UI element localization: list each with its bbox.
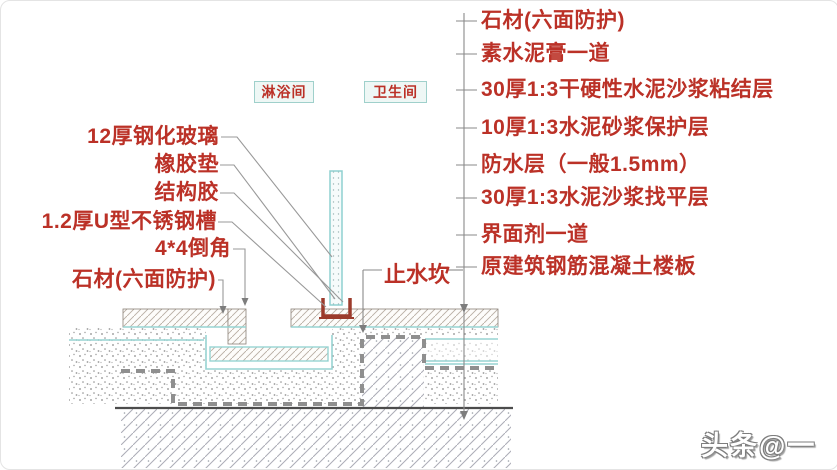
label-chamfer: 4*4倒角 [154, 237, 231, 260]
label-stone-right: 石材(六面防护) [481, 9, 625, 32]
left-callout-leaders [218, 136, 344, 308]
leader-arrow-layers [460, 304, 468, 313]
room-label-shower: 淋浴间 [254, 81, 314, 103]
label-u-steel-channel: 1.2厚U型不锈钢槽 [41, 210, 217, 233]
watermark-toutiao: 头条@一室 [701, 431, 817, 461]
label-water-stop-curb: 止水坎 [384, 262, 451, 287]
stainless-u-channel [321, 298, 352, 318]
leader-arrow-curb [359, 325, 367, 333]
label-protective-layer: 10厚1:3水泥砂浆保护层 [481, 116, 710, 139]
label-structural-glue: 结构胶 [154, 181, 219, 204]
label-stone-left: 石材(六面防护) [72, 268, 216, 291]
shower-floor-layers [69, 328, 361, 404]
bathroom-floor-layers [361, 328, 498, 404]
label-rubber-pad: 橡胶垫 [154, 153, 219, 176]
label-waterproof-layer: 防水层（一般1.5mm） [481, 153, 701, 176]
leader-arrow-slab [460, 411, 468, 420]
label-tempered-glass: 12厚钢化玻璃 [87, 125, 219, 148]
leader-arrow-chamfer [241, 298, 249, 306]
water-stop-curb [362, 337, 424, 408]
label-concrete-slab: 原建筑钢筋混凝土楼板 [481, 255, 696, 278]
water-stop-leaders [362, 269, 463, 326]
stone-tiles [122, 308, 499, 345]
room-label-bathroom: 卫生间 [364, 81, 427, 103]
leader-arrow-stone [219, 306, 227, 314]
label-leveling-layer: 30厚1:3水泥沙浆找平层 [481, 186, 710, 209]
label-cement-paste: 素水泥膏一道 [481, 42, 610, 65]
waterproof-membrane-dashed [121, 335, 498, 406]
label-bonding-layer: 30厚1:3干硬性水泥沙浆粘结层 [481, 78, 774, 101]
right-callout-leaders [456, 13, 477, 419]
concrete-slab [121, 409, 511, 468]
label-interface-agent: 界面剂一道 [481, 223, 589, 246]
tempered-glass-panel [329, 170, 343, 306]
